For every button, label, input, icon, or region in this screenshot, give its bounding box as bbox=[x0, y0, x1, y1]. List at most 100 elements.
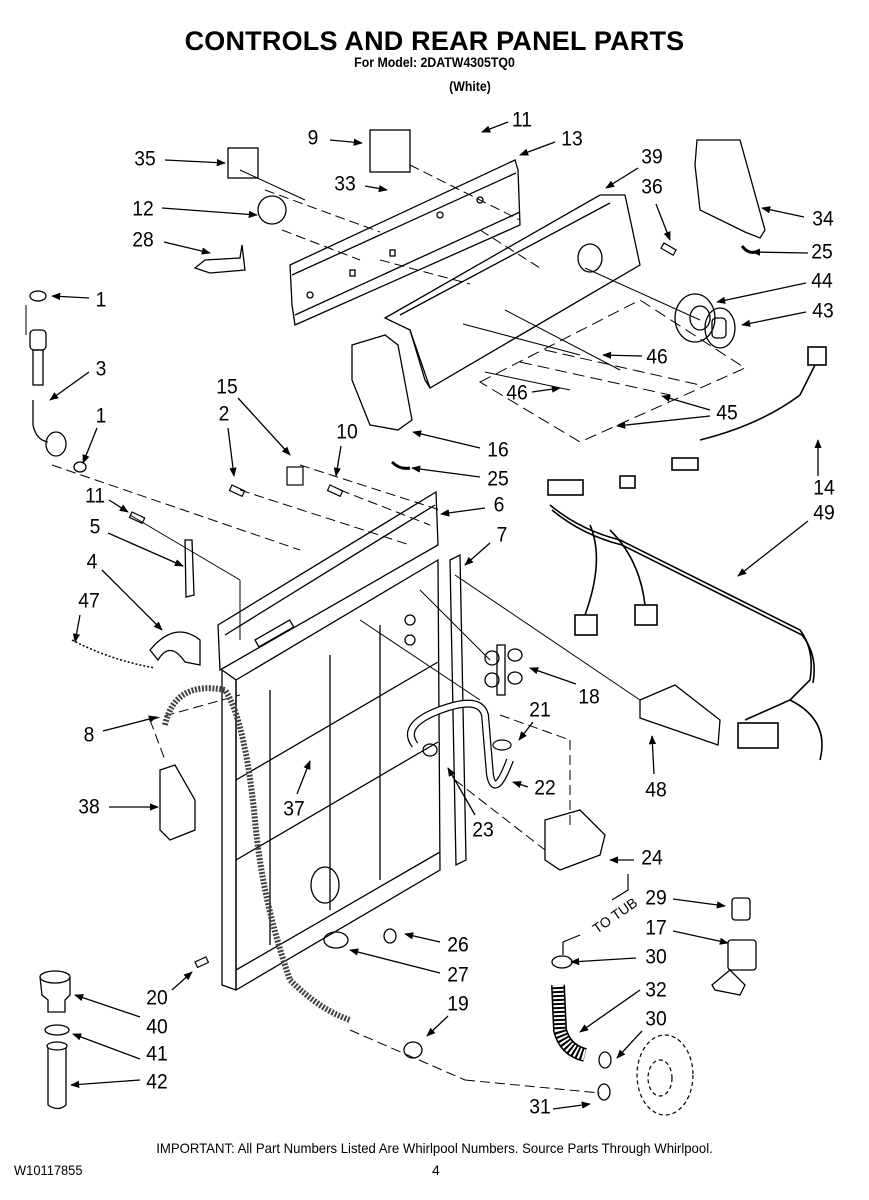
hose-clamp-27 bbox=[323, 931, 349, 949]
callout-2: 2 bbox=[218, 402, 230, 426]
callout-31: 31 bbox=[529, 1095, 551, 1119]
clamp-30a bbox=[551, 955, 573, 969]
clamp-31 bbox=[597, 1083, 611, 1101]
callout-41: 41 bbox=[146, 1042, 168, 1066]
screw-2 bbox=[228, 484, 246, 498]
standpipe bbox=[39, 970, 71, 1110]
callout-1: 1 bbox=[95, 288, 107, 312]
callout-37: 37 bbox=[283, 797, 305, 821]
callout-20: 20 bbox=[146, 986, 168, 1010]
assembly-lines bbox=[51, 164, 601, 1094]
callout-26: 26 bbox=[447, 933, 469, 957]
callout-8: 8 bbox=[83, 723, 95, 747]
callout-4: 4 bbox=[86, 550, 98, 574]
callout-34: 34 bbox=[812, 207, 834, 231]
page-number: 4 bbox=[432, 1162, 440, 1178]
callout-24: 24 bbox=[641, 846, 663, 870]
screw-36 bbox=[660, 242, 677, 257]
callout-29: 29 bbox=[645, 886, 667, 910]
callout-15: 15 bbox=[216, 375, 238, 399]
callout-35: 35 bbox=[134, 147, 156, 171]
callout-48: 48 bbox=[645, 778, 667, 802]
important-note: IMPORTANT: All Part Numbers Listed Are W… bbox=[156, 1140, 713, 1156]
callout-40: 40 bbox=[146, 1015, 168, 1039]
siphon-break bbox=[544, 809, 606, 871]
callout-12: 12 bbox=[132, 197, 154, 221]
model-number: For Model: 2DATW4305TQ0 bbox=[354, 54, 515, 70]
callout-7: 7 bbox=[496, 523, 508, 547]
clamp-21 bbox=[492, 739, 512, 751]
callout-46: 46 bbox=[506, 381, 528, 405]
drain-hose bbox=[162, 685, 351, 1023]
strap-5 bbox=[184, 539, 195, 598]
callout-13: 13 bbox=[561, 127, 583, 151]
callout-45: 45 bbox=[716, 401, 738, 425]
callout-49: 49 bbox=[813, 501, 835, 525]
callout-28: 28 bbox=[132, 228, 154, 252]
hose-bracket bbox=[159, 764, 196, 841]
clip-25 bbox=[390, 460, 411, 470]
timer-knob bbox=[674, 293, 736, 349]
wire-harness bbox=[547, 346, 827, 761]
callout-23: 23 bbox=[472, 818, 494, 842]
end-cap bbox=[351, 334, 413, 431]
to-tub-bracket bbox=[562, 874, 629, 955]
pump-housing-phantom bbox=[636, 1034, 694, 1116]
callout-11: 11 bbox=[511, 108, 533, 132]
callout-21: 21 bbox=[529, 698, 551, 722]
water-valve bbox=[484, 644, 523, 696]
bracket-48 bbox=[639, 684, 721, 746]
callout-47: 47 bbox=[78, 589, 100, 613]
callout-10: 10 bbox=[336, 420, 358, 444]
drain-pump bbox=[711, 939, 757, 996]
callout-38: 38 bbox=[78, 795, 100, 819]
capacitor bbox=[731, 897, 751, 921]
callout-30: 30 bbox=[645, 945, 667, 969]
rear-panel-frame bbox=[217, 490, 467, 992]
color-variant: (White) bbox=[449, 78, 491, 94]
control-board bbox=[369, 129, 411, 173]
leader-arrows bbox=[49, 121, 822, 1110]
callout-36: 36 bbox=[641, 175, 663, 199]
rotary-switch bbox=[227, 147, 259, 179]
callout-14: 14 bbox=[813, 476, 835, 500]
screw-11 bbox=[128, 511, 146, 525]
plug-26 bbox=[383, 928, 397, 944]
callout-11: 11 bbox=[84, 484, 106, 508]
clip-25b bbox=[740, 245, 756, 254]
document-number: W10117855 bbox=[14, 1162, 83, 1178]
grommet-23 bbox=[422, 743, 438, 757]
tie-47 bbox=[71, 639, 156, 669]
callout-32: 32 bbox=[645, 978, 667, 1002]
selector-switch bbox=[257, 195, 287, 225]
hose-clip-19 bbox=[403, 1041, 423, 1059]
callout-18: 18 bbox=[578, 685, 600, 709]
callout-30: 30 bbox=[645, 1007, 667, 1031]
callout-25: 25 bbox=[487, 467, 509, 491]
screw-10 bbox=[326, 484, 344, 498]
clip-15 bbox=[286, 466, 304, 486]
callout-25: 25 bbox=[811, 240, 833, 264]
callout-6: 6 bbox=[493, 493, 505, 517]
callout-27: 27 bbox=[447, 963, 469, 987]
clip-bracket bbox=[193, 244, 246, 274]
callout-22: 22 bbox=[534, 776, 556, 800]
hose-clamp-4 bbox=[149, 631, 201, 666]
callout-9: 9 bbox=[307, 126, 319, 150]
callout-19: 19 bbox=[447, 992, 469, 1016]
callout-3: 3 bbox=[95, 357, 107, 381]
clamp-30b bbox=[598, 1051, 612, 1069]
callout-1: 1 bbox=[95, 404, 107, 428]
callout-39: 39 bbox=[641, 145, 663, 169]
right-end-cap bbox=[694, 139, 766, 239]
page-title: CONTROLS AND REAR PANEL PARTS bbox=[184, 26, 685, 56]
callout-17: 17 bbox=[645, 916, 667, 940]
console-panel bbox=[383, 194, 641, 389]
panel-support-dashed bbox=[478, 299, 747, 443]
inlet-hose bbox=[29, 290, 87, 473]
callout-5: 5 bbox=[89, 515, 101, 539]
callout-44: 44 bbox=[811, 269, 833, 293]
callout-42: 42 bbox=[146, 1070, 168, 1094]
screw-20 bbox=[194, 956, 210, 969]
